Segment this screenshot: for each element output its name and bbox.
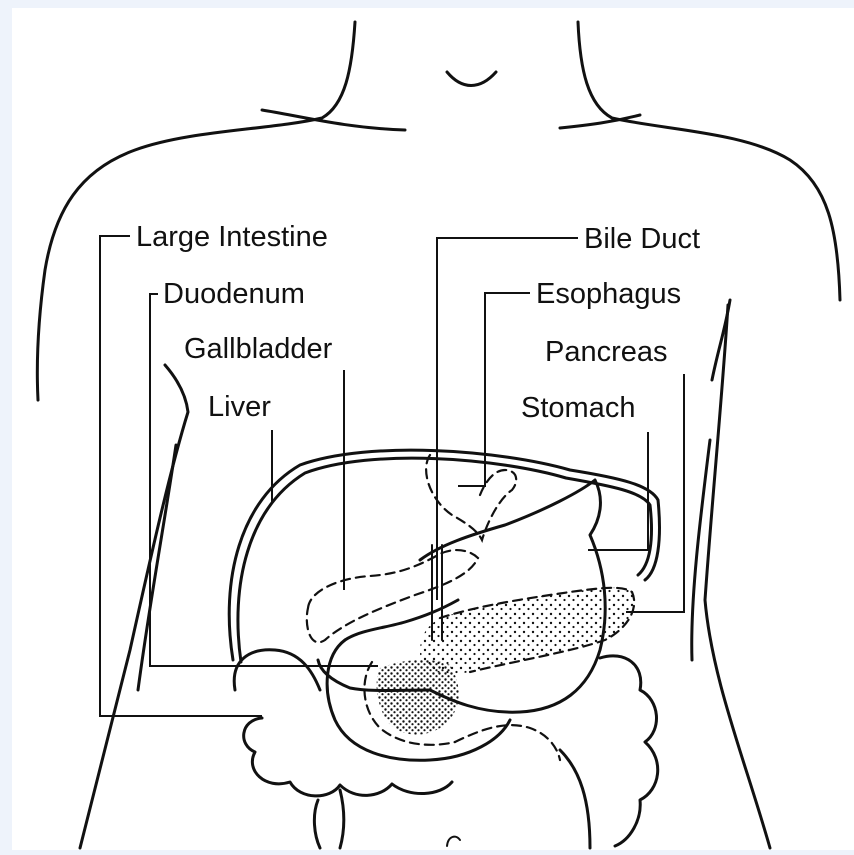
- label-duodenum: Duodenum: [163, 278, 305, 310]
- label-bile-duct: Bile Duct: [584, 223, 700, 255]
- label-liver: Liver: [208, 391, 271, 423]
- label-gallbladder: Gallbladder: [184, 333, 333, 365]
- label-stomach: Stomach: [521, 392, 635, 424]
- label-large-intestine: Large Intestine: [136, 221, 328, 253]
- label-pancreas: Pancreas: [545, 336, 668, 368]
- label-esophagus: Esophagus: [536, 278, 681, 310]
